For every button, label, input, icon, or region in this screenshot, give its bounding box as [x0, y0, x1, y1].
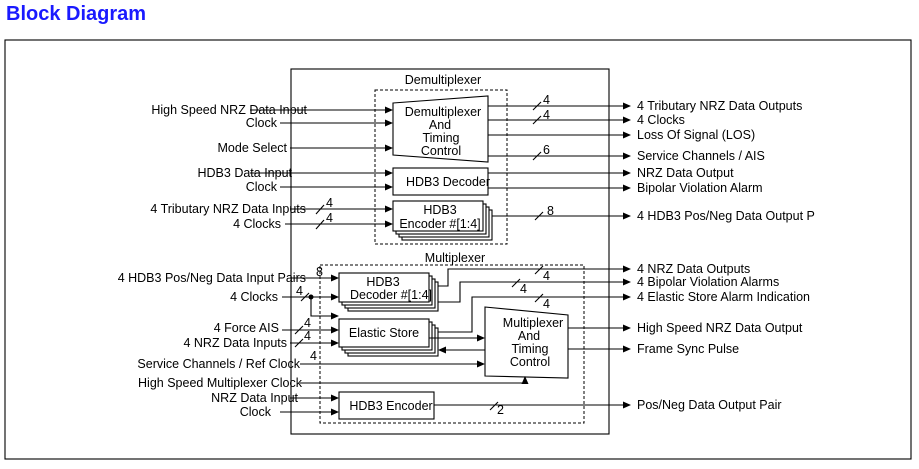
output-label: 4 Elastic Store Alarm Indication — [637, 290, 810, 304]
bus-width: 4 — [543, 93, 550, 107]
input-label: Mode Select — [218, 141, 288, 155]
output-label: NRZ Data Output — [637, 166, 734, 180]
mux-block-line: Timing — [511, 342, 548, 356]
output-label: Bipolar Violation Alarm — [637, 181, 763, 195]
output-label: 4 NRZ Data Outputs — [637, 262, 750, 276]
input-label: 4 Force AIS — [214, 321, 279, 335]
input-label: High Speed Multiplexer Clock — [138, 376, 303, 390]
input-label: Clock — [246, 116, 278, 130]
demux-group-label: Demultiplexer — [405, 73, 481, 87]
bus-width: 4 — [326, 196, 333, 210]
input-label: NRZ Data Input — [211, 391, 298, 405]
page-title: Block Diagram — [6, 3, 147, 25]
bus-width: 4 — [520, 282, 527, 296]
output-label: Frame Sync Pulse — [637, 342, 739, 356]
bus-width: 6 — [543, 143, 550, 157]
mux-timing-block — [484, 306, 569, 379]
bus-width: 8 — [316, 265, 323, 279]
hdb3-decoder-stack — [338, 272, 430, 303]
output-label: 4 HDB3 Pos/Neg Data Output P — [637, 209, 815, 223]
diagram-frame — [4, 39, 912, 460]
mux-inputs — [280, 274, 529, 416]
hdb3-decoder-block — [392, 167, 489, 196]
demux-block-line: Control — [421, 144, 461, 158]
hdb3-decoder-label: HDB3 Decoder — [406, 175, 490, 189]
decoder-label: HDB3 — [366, 275, 399, 289]
demux-timing-block — [392, 95, 489, 163]
mux-group — [319, 264, 585, 424]
bus-width: 4 — [304, 329, 311, 343]
bus-width: 4 — [543, 269, 550, 283]
demux-group — [374, 89, 508, 245]
input-label: Clock — [240, 405, 272, 419]
bus-width: 4 — [310, 349, 317, 363]
hdb3-encoder-label: HDB3 Encoder — [349, 399, 432, 413]
mux-block-line: And — [518, 329, 540, 343]
decoder-label: Decoder #[1:4] — [350, 288, 432, 302]
bus-width: 4 — [326, 211, 333, 225]
output-label: Loss Of Signal (LOS) — [637, 128, 755, 142]
output-label: Pos/Neg Data Output Pair — [637, 398, 782, 412]
demux-outputs — [488, 101, 631, 221]
input-label: 4 Clocks — [230, 290, 278, 304]
output-label: 4 Clocks — [637, 113, 685, 127]
demux-block-line: Timing — [422, 131, 459, 145]
demux-block-line: Demultiplexer — [405, 105, 481, 119]
bus-width: 4 — [543, 297, 550, 311]
output-label: 4 Bipolar Violation Alarms — [637, 275, 779, 289]
bus-width: 4 — [543, 108, 550, 122]
mux-block-line: Multiplexer — [503, 316, 563, 330]
encoder-label: Encoder #[1:4] — [399, 217, 480, 231]
mux-block-line: Control — [510, 355, 550, 369]
demux-inputs — [250, 106, 393, 230]
input-label: High Speed NRZ Data Input — [151, 103, 307, 117]
input-label: HDB3 Data Input — [198, 166, 293, 180]
encoder-label: HDB3 — [423, 203, 456, 217]
input-label: 4 Clocks — [233, 217, 281, 231]
output-label: 4 Tributary NRZ Data Outputs — [637, 99, 802, 113]
hdb3-encoder-block — [338, 391, 435, 420]
bus-width: 2 — [497, 403, 504, 417]
output-label: High Speed NRZ Data Output — [637, 321, 803, 335]
bus-width: 8 — [547, 204, 554, 218]
chip-outline — [290, 68, 610, 435]
elastic-store-label: Elastic Store — [349, 326, 419, 340]
bus-width: 4 — [296, 284, 303, 298]
bus-width: 4 — [304, 316, 311, 330]
mux-group-label: Multiplexer — [425, 251, 485, 265]
hdb3-encoder-stack — [392, 200, 484, 232]
input-label: Clock — [246, 180, 278, 194]
input-label: Service Channels / Ref Clock — [137, 357, 300, 371]
output-label: Service Channels / AIS — [637, 149, 765, 163]
elastic-store-stack — [338, 318, 430, 348]
input-label: 4 HDB3 Pos/Neg Data Input Pairs — [118, 271, 306, 285]
input-label: 4 Tributary NRZ Data Inputs — [150, 202, 306, 216]
input-label: 4 NRZ Data Inputs — [183, 336, 287, 350]
mux-outputs — [434, 265, 631, 411]
demux-block-line: And — [429, 118, 451, 132]
